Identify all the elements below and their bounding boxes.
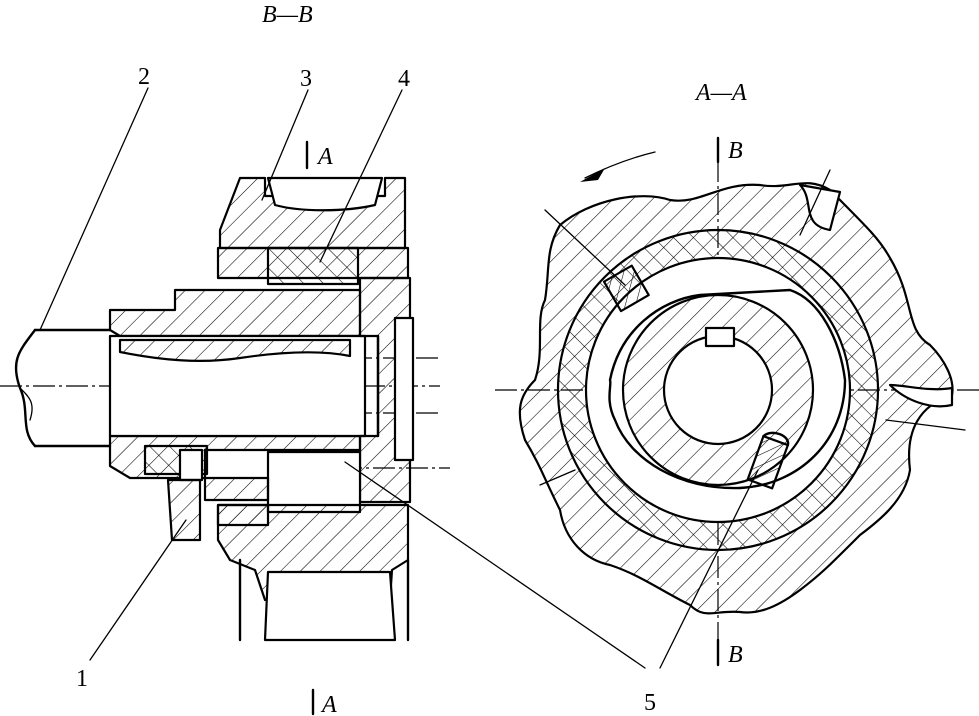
section-aa-view [495,151,979,640]
leader-lines [39,87,759,669]
leader-4 [319,89,403,263]
lower-body-step [216,503,270,527]
label-part-4: 4 [398,66,410,92]
outer-shaft-part-2 [14,328,112,448]
label-part-3: 3 [300,66,312,92]
pin-part-5-left [266,450,362,514]
hub-upper [108,288,362,338]
pin-upper-left [602,264,650,313]
spline-key [118,338,352,362]
section-bb-view [0,176,450,642]
mark-b-bottom: B [728,642,743,668]
mark-a-top: A [316,144,333,170]
lower-link [203,476,270,502]
label-part-2: 2 [138,64,150,90]
upper-groove [266,176,384,212]
lower-groove [263,570,397,642]
label-part-5: 5 [644,690,656,716]
pawl-spring-ring [608,288,847,490]
leader-2 [39,87,149,331]
leader-1 [89,519,187,661]
shaft-hole [662,334,774,446]
pin-lower-right [746,431,790,490]
view-title-aa: A—A [694,80,747,106]
view-title-bb: B—B [262,2,313,28]
pin-part-4 [266,246,360,286]
leader-3 [261,89,309,201]
lower-pin-hole [178,448,204,482]
right-notch [888,383,954,408]
leader-5-left [344,461,646,669]
top-right-notch [798,183,842,232]
mark-b-top: B [728,138,743,164]
leader-5-right [659,469,759,669]
rotation-arrow [580,151,656,182]
label-part-1: 1 [76,666,88,692]
cutting-plane-marks [305,136,720,716]
flange-face [393,316,415,462]
key-slot [704,326,736,348]
pawl-part-1 [166,478,202,542]
mark-a-bottom: A [320,692,337,716]
upper-body-part-3 [218,176,407,250]
